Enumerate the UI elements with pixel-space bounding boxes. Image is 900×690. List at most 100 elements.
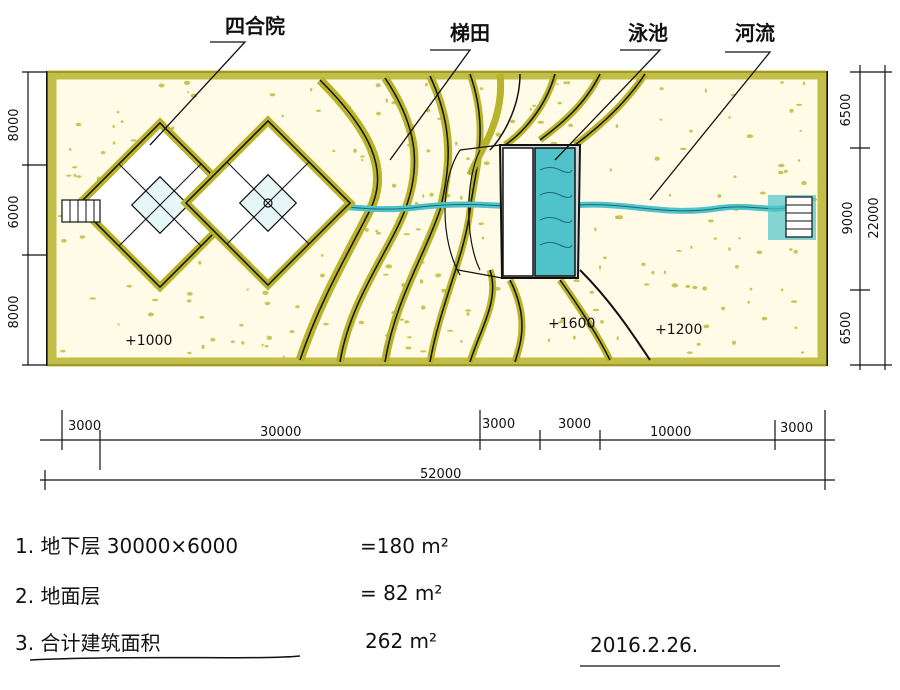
label-pool: 泳池 (628, 21, 668, 45)
ground-speckle (802, 81, 806, 86)
right-entrance-steps (768, 195, 816, 240)
dim-right-total: 22000 (867, 197, 882, 238)
ground-speckle (419, 350, 427, 353)
ground-speckle (801, 180, 807, 186)
ground-speckle (425, 82, 428, 87)
dim-bottom-6: 3000 (780, 421, 813, 436)
note-3-value: 262 m² (365, 629, 437, 653)
ground-speckle (794, 326, 798, 329)
ground-speckle (460, 195, 463, 200)
ground-speckle (465, 309, 472, 312)
ground-speckle (246, 288, 249, 291)
ground-speckle (158, 83, 165, 88)
ground-speckle (568, 123, 574, 127)
ground-speckle (406, 336, 412, 339)
ground-speckle (466, 157, 470, 160)
site-edge-planting (47, 70, 827, 367)
ground-speckle (746, 134, 754, 139)
ground-speckle (598, 265, 602, 270)
ground-speckle (557, 101, 562, 105)
ground-speckle (707, 219, 714, 223)
ground-speckle (385, 264, 393, 269)
ground-speckle (663, 270, 667, 275)
ground-speckle (671, 283, 679, 288)
ground-speckle (361, 158, 364, 162)
ground-speckle (239, 323, 244, 327)
ground-speckle (654, 156, 660, 161)
ground-speckle (615, 124, 619, 129)
ground-speckle (187, 91, 190, 94)
ground-speckle (321, 253, 324, 257)
dim-bottom-4: 3000 (558, 417, 591, 432)
label-terraces: 梯田 (450, 21, 490, 45)
ground-speckle (73, 173, 77, 178)
ground-speckle (481, 236, 485, 240)
ground-speckle (405, 346, 412, 350)
ground-speckle (759, 191, 766, 195)
ground-speckle (399, 318, 404, 321)
ground-speckle (199, 315, 205, 319)
ground-speckle (479, 87, 484, 90)
ground-speckle (414, 202, 419, 205)
ground-speckle (676, 249, 682, 252)
ground-speckle (112, 124, 115, 129)
ground-speckle (483, 161, 490, 166)
ground-speckle (383, 273, 389, 276)
ground-speckle (365, 227, 369, 232)
ground-speckle (696, 342, 701, 346)
ground-speckle (797, 159, 801, 162)
ground-speckle (187, 292, 193, 296)
ground-speckle (358, 320, 365, 325)
ground-speckle (66, 174, 72, 177)
ground-speckle (609, 168, 613, 172)
ground-speckle (478, 222, 485, 226)
note-3-label: 3. 合计建筑面积 (15, 631, 160, 655)
dim-right-b: 9000 (841, 201, 856, 234)
ground-speckle (573, 279, 580, 283)
ground-speckle (422, 194, 425, 198)
ground-speckle (690, 245, 693, 249)
ground-speckle (315, 109, 322, 113)
ground-speckle (376, 111, 381, 116)
ground-speckle (783, 169, 789, 173)
ground-speckle (466, 312, 470, 316)
ground-speckle (659, 87, 664, 91)
ground-speckle (375, 229, 379, 233)
dim-left-top: 8000 (7, 108, 22, 141)
ground-speckle (749, 287, 753, 291)
label-courtyard: 四合院 (225, 14, 285, 38)
ground-speckle (320, 273, 325, 278)
ground-speckle (360, 155, 365, 158)
ground-speckle (689, 129, 693, 133)
ground-speckle (68, 148, 72, 151)
ground-speckle (353, 148, 357, 153)
ground-speckle (563, 81, 568, 85)
ground-speckle (780, 81, 784, 84)
ground-speckle (75, 122, 82, 127)
ground-speckle (264, 345, 269, 348)
ground-speckle (616, 215, 624, 220)
ground-speckle (183, 80, 191, 86)
dim-bottom-total: 52000 (420, 467, 461, 482)
ground-speckle (426, 149, 431, 153)
ground-speckle (668, 194, 672, 197)
dim-right-c: 6500 (839, 311, 854, 344)
label-river: 河流 (735, 21, 775, 45)
ground-speckle (262, 290, 269, 295)
ground-speckle (796, 103, 803, 106)
ground-speckle (592, 308, 600, 312)
ground-speckle (793, 249, 798, 254)
bottom-dimension (40, 410, 835, 490)
ground-speckle (603, 256, 607, 260)
elevation-left: +1000 (125, 333, 172, 349)
ground-speckle (537, 120, 545, 124)
ground-speckle (686, 351, 693, 355)
dim-bottom-2: 30000 (260, 425, 301, 440)
ground-speckle (112, 141, 116, 145)
ground-speckle (747, 300, 750, 304)
note-2-label: 2. 地面层 (15, 584, 100, 608)
ground-speckle (261, 343, 264, 347)
ground-speckle (738, 237, 741, 240)
ground-speckle (728, 116, 731, 119)
ground-speckle (282, 355, 285, 358)
